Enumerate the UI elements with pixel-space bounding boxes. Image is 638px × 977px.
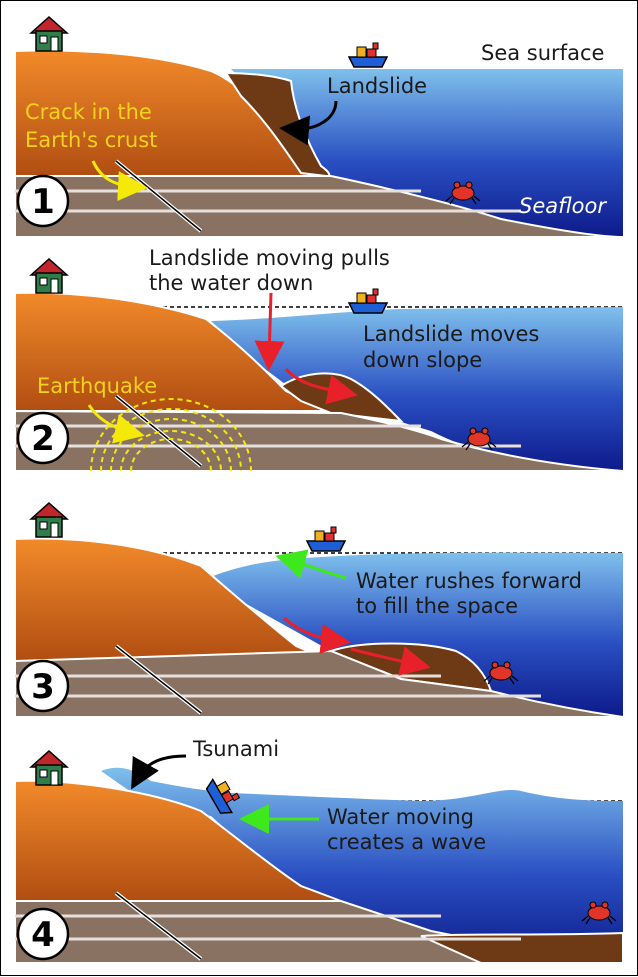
house-icon: [30, 750, 68, 786]
rushes-label-line1: Water rushes forward: [356, 569, 582, 593]
panel-2: 2 Landslide moving pulls the water down …: [14, 246, 624, 472]
boat-icon: [348, 42, 388, 68]
seafloor-label: Seafloor: [519, 194, 607, 218]
panel-3: 3 Water rushes forward to fill the space: [14, 502, 624, 718]
crack-label-line2: Earth's crust: [25, 128, 157, 152]
panel-1: 1 Sea surface Landslide Crack in the Ear…: [14, 16, 624, 238]
crack-label-line1: Crack in the: [25, 100, 152, 124]
rushes-label-line2: to fill the space: [356, 594, 518, 618]
step-number-badge: [16, 907, 70, 961]
step-number-badge: [16, 659, 70, 713]
house-icon: [30, 16, 68, 52]
landslide-label: Landslide: [327, 74, 427, 98]
house-icon: [30, 502, 68, 538]
earthquake-waves: [90, 398, 252, 472]
step-number-badge: [16, 174, 70, 228]
step-number: 2: [31, 419, 55, 459]
tsunami-label: Tsunami: [192, 737, 279, 761]
moves-label-line1: Landslide moves: [363, 322, 539, 346]
boat-icon: [306, 526, 346, 552]
wave-label-line2: creates a wave: [327, 830, 486, 854]
panel-4: 4 Tsunami Water moving creates a wave: [14, 737, 624, 964]
earthquake-label: Earthquake: [37, 374, 157, 398]
moves-label-line2: down slope: [363, 348, 482, 372]
wave-label-line1: Water moving: [327, 805, 474, 829]
step-number-badge: [16, 411, 70, 465]
pull-label-line2: the water down: [149, 271, 313, 295]
house-icon: [30, 258, 68, 294]
boat-icon: [348, 288, 388, 314]
step-number: 4: [31, 915, 55, 955]
step-number: 3: [31, 667, 55, 707]
step-number: 1: [31, 182, 55, 222]
pull-label-line1: Landslide moving pulls: [149, 246, 390, 270]
sea-surface-label: Sea surface: [481, 41, 604, 65]
